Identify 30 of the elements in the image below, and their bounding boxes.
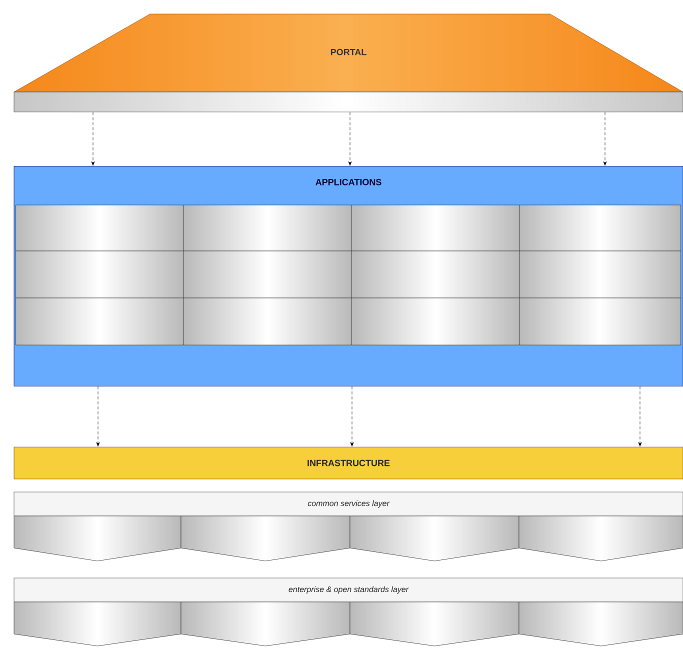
grid-cell: [16, 298, 184, 346]
dashed-arrow: [348, 112, 352, 166]
grid-cell: [352, 298, 520, 346]
dashed-arrow: [638, 386, 642, 446]
grid-cell: [184, 250, 352, 298]
chevron-block: [518, 602, 683, 646]
grid-cell: [352, 250, 520, 298]
grid-cell: [16, 204, 184, 252]
dashed-arrow: [96, 386, 100, 446]
grid-cell: [16, 250, 184, 298]
chevron-block: [180, 516, 350, 562]
portal-trapezoid: PORTAL: [14, 14, 683, 112]
dashed-arrow: [350, 386, 354, 446]
grid-cell: [352, 204, 520, 252]
infrastructure-bar: INFRASTRUCTURE: [14, 446, 683, 480]
chevron-block: [180, 602, 350, 646]
chevron-block: [350, 516, 520, 562]
grid-cell: [184, 298, 352, 346]
chevron-block: [14, 602, 182, 646]
chevron-block: [14, 516, 182, 562]
chevron-block: [518, 516, 683, 562]
grid-cell: [520, 204, 681, 252]
dashed-arrow: [91, 112, 95, 166]
layer-bar: common services layer: [14, 492, 683, 516]
dashed-arrow: [603, 112, 607, 166]
grid-cell: [184, 204, 352, 252]
layer-bar: enterprise & open standards layer: [14, 578, 683, 602]
grid-cell: [520, 298, 681, 346]
chevron-block: [350, 602, 520, 646]
grid-cell: [520, 250, 681, 298]
